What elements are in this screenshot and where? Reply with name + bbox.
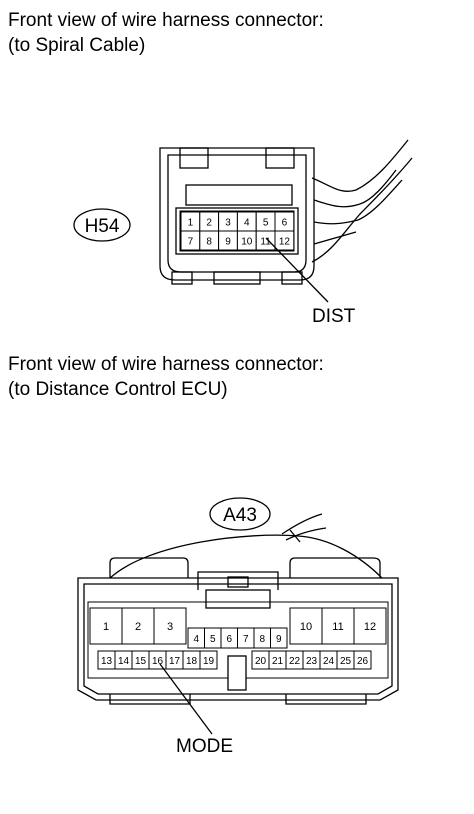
pin-number: 3 xyxy=(167,621,173,633)
pin-cell xyxy=(270,627,288,649)
pin-number: 26 xyxy=(357,656,369,667)
h54-caption-line2: (to Spiral Cable) xyxy=(8,35,146,56)
pin-number: 22 xyxy=(289,656,301,667)
pin-number: 24 xyxy=(323,656,335,667)
pin-number: 7 xyxy=(243,634,249,645)
pin-number: 14 xyxy=(118,656,130,667)
pin-number: 25 xyxy=(340,656,352,667)
pin-number: 10 xyxy=(300,621,312,633)
pin-number: 3 xyxy=(225,218,231,229)
pin-number: 7 xyxy=(188,237,194,248)
pin-number: 12 xyxy=(364,621,376,633)
pin-number: 8 xyxy=(206,237,212,248)
pin-cell xyxy=(289,607,323,645)
a43-id-oval xyxy=(209,497,271,531)
h54-id-oval xyxy=(73,208,131,242)
pin-number: 23 xyxy=(306,656,318,667)
h54-housing xyxy=(159,147,315,281)
pin-number: 12 xyxy=(279,237,291,248)
h54-wire-bundle xyxy=(311,139,409,192)
pin-number: 15 xyxy=(135,656,147,667)
pin-number: 4 xyxy=(193,634,199,645)
a43-wire xyxy=(109,534,383,579)
pin-number: 8 xyxy=(259,634,265,645)
pin-number: 1 xyxy=(103,621,109,633)
pin-number: 5 xyxy=(263,218,269,229)
pin-cell xyxy=(121,607,155,645)
pin-number: 18 xyxy=(186,656,198,667)
h54-callout-line xyxy=(265,237,329,303)
a43-caption-line2: (to Distance Control ECU) xyxy=(8,379,228,400)
pin-number: 9 xyxy=(276,634,282,645)
pin-number: 6 xyxy=(282,218,288,229)
a43-id-label: A43 xyxy=(223,505,257,526)
h54-id-label: H54 xyxy=(85,216,120,237)
pin-number: 4 xyxy=(244,218,250,229)
a43-callout-label: MODE xyxy=(176,736,233,757)
pin-cell xyxy=(353,650,372,670)
h54-caption: Front view of wire harness connector: (t… xyxy=(8,8,324,58)
pin-cell xyxy=(353,607,387,645)
pin-cell xyxy=(321,607,355,645)
pin-number: 20 xyxy=(255,656,267,667)
pin-number: 10 xyxy=(241,237,253,248)
pin-cell xyxy=(153,607,187,645)
a43-caption: Front view of wire harness connector: (t… xyxy=(8,352,324,402)
pin-number: 2 xyxy=(206,218,212,229)
a43-callout-line xyxy=(159,663,213,735)
a43-caption-line1: Front view of wire harness connector: xyxy=(8,354,324,375)
h54-caption-line1: Front view of wire harness connector: xyxy=(8,10,324,31)
pin-number: 1 xyxy=(188,218,194,229)
h54-callout-label: DIST xyxy=(312,306,356,327)
pin-cell xyxy=(274,230,295,251)
pin-number: 6 xyxy=(226,634,232,645)
pin-number: 17 xyxy=(169,656,181,667)
a43-housing xyxy=(77,577,399,701)
pin-number: 11 xyxy=(332,621,343,633)
pin-number: 21 xyxy=(272,656,284,667)
pin-cell xyxy=(199,650,218,670)
pin-number: 19 xyxy=(203,656,215,667)
pin-number: 9 xyxy=(225,237,231,248)
pin-number: 5 xyxy=(210,634,216,645)
pin-number: 16 xyxy=(152,656,164,667)
pin-number: 13 xyxy=(101,656,113,667)
pin-number: 11 xyxy=(260,237,271,248)
pin-number: 2 xyxy=(135,621,141,633)
